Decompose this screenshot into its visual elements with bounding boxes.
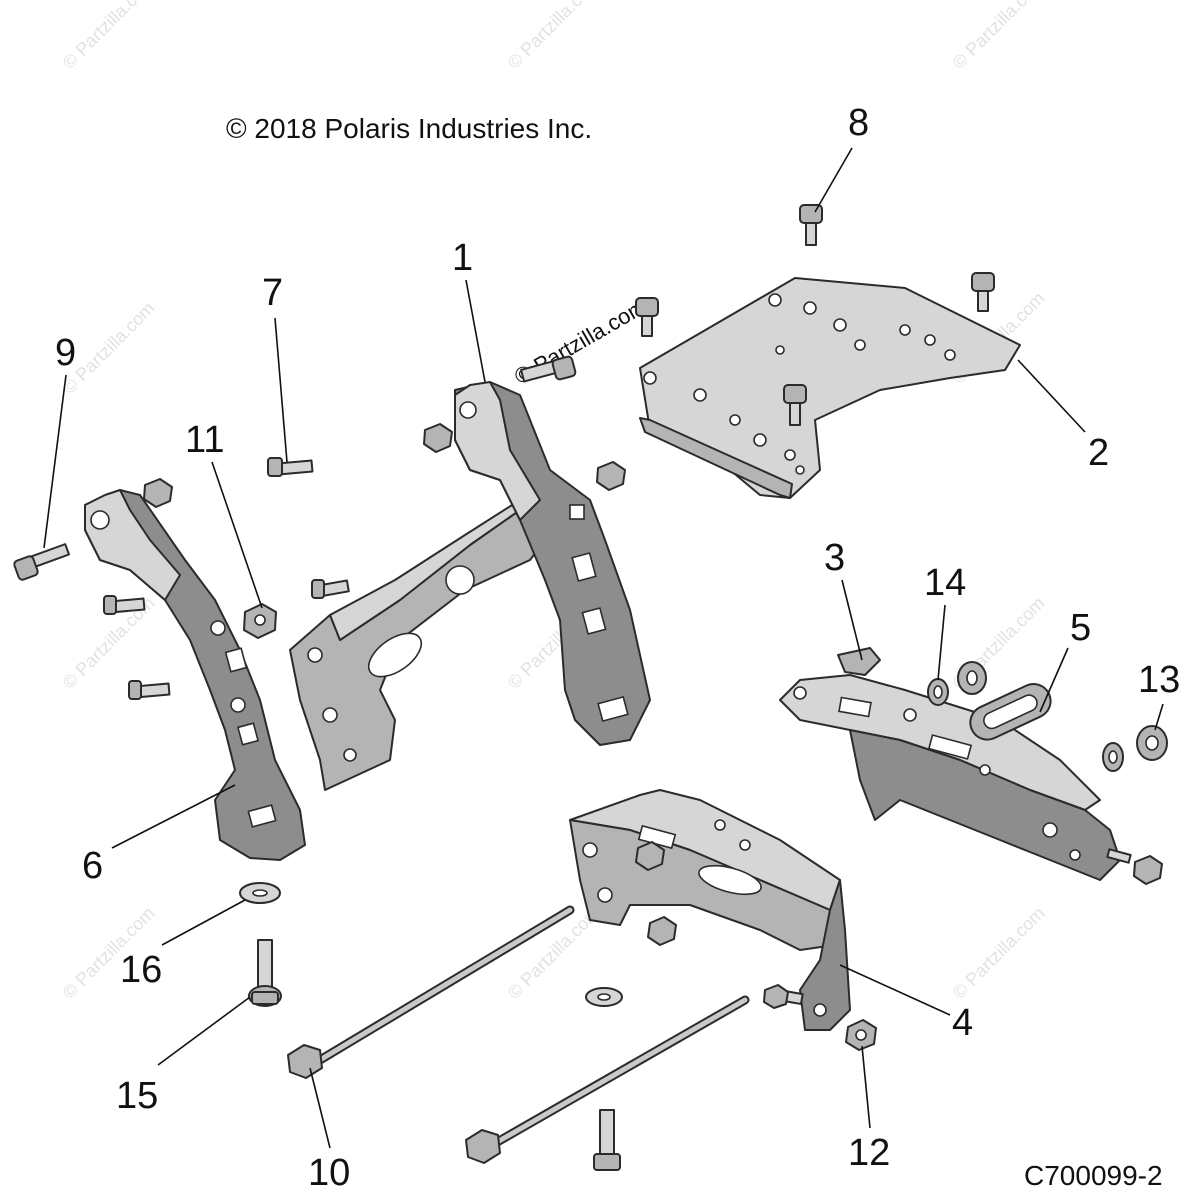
nut-right <box>1106 848 1163 885</box>
washers-lower <box>239 882 623 1007</box>
nuts-upper <box>143 423 626 508</box>
watermark: © Partzilla.com <box>59 0 159 73</box>
part-14-washer-group <box>927 661 987 706</box>
part-11-nut <box>243 603 277 639</box>
label-part-15[interactable]: 15 <box>116 1075 158 1117</box>
copyright-text: © 2018 Polaris Industries Inc. <box>226 113 592 144</box>
part-10-long-bolts <box>287 905 750 1164</box>
label-part-7[interactable]: 7 <box>262 272 283 314</box>
label-part-16[interactable]: 16 <box>120 949 162 991</box>
label-part-5[interactable]: 5 <box>1070 607 1091 649</box>
part-12-nut <box>845 1019 877 1051</box>
label-part-11[interactable]: 11 <box>185 419 224 461</box>
label-part-2[interactable]: 2 <box>1088 432 1109 474</box>
part-15-bolt <box>248 939 282 1007</box>
label-part-14[interactable]: 14 <box>924 562 966 604</box>
label-part-3[interactable]: 3 <box>824 537 845 579</box>
part-labels: 1 2 3 4 5 6 7 8 9 10 11 12 13 14 15 16 <box>55 102 1180 1194</box>
watermark: © Partzilla.com <box>949 0 1049 73</box>
watermark: © Partzilla.com <box>504 0 604 73</box>
label-part-6[interactable]: 6 <box>82 845 103 887</box>
label-part-4[interactable]: 4 <box>952 1002 973 1044</box>
watermark: © Partzilla.com <box>949 903 1049 1003</box>
part-6-left-bracket <box>84 489 306 861</box>
diagram-code: C700099-2 <box>1024 1160 1163 1191</box>
part-8-bolts <box>635 204 995 426</box>
label-part-8[interactable]: 8 <box>848 102 869 144</box>
label-part-10[interactable]: 10 <box>308 1152 350 1194</box>
label-part-9[interactable]: 9 <box>55 332 76 374</box>
bolt-bottom <box>593 1109 621 1171</box>
bolts-left <box>13 457 350 700</box>
label-part-12[interactable]: 12 <box>848 1132 890 1174</box>
bolt-part-1-top <box>520 355 577 383</box>
label-part-13[interactable]: 13 <box>1138 659 1180 701</box>
part-2-mounting-plate <box>639 277 1021 499</box>
part-5-grommet <box>969 683 1052 741</box>
part-13-bushing-group <box>1102 725 1168 772</box>
label-part-1[interactable]: 1 <box>452 237 473 279</box>
part-4-lower-bracket <box>569 789 851 1031</box>
part-1-main-bracket <box>289 381 651 791</box>
part-3-right-bracket <box>779 647 1121 881</box>
leader-lines <box>43 147 1164 1149</box>
nuts-part-4 <box>635 841 804 1009</box>
